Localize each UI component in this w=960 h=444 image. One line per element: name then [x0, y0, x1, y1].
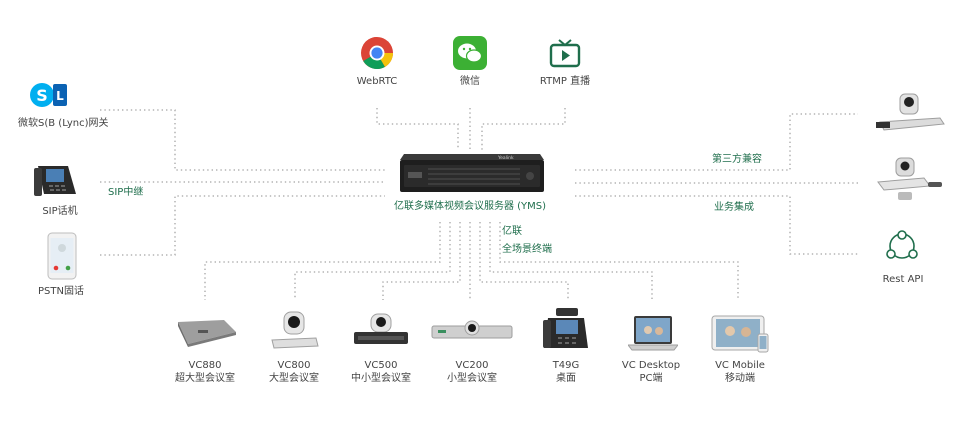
- t49g-model: T49G: [552, 360, 580, 371]
- ip-phone-icon: [34, 166, 76, 196]
- tv-icon: [549, 39, 581, 68]
- vc-desktop-model: VC Desktop: [621, 360, 681, 371]
- vc500-device-icon: [354, 313, 408, 344]
- third-party-label: 第三方兼容: [712, 154, 762, 165]
- vc880-device-icon: [178, 320, 236, 347]
- vc500-desc: 中小型会议室: [351, 373, 411, 384]
- yms-server-icon: Yealink: [400, 154, 544, 192]
- rest-api-icon: [886, 230, 918, 259]
- vc200-desc: 小型会议室: [447, 373, 497, 384]
- sip-phone-label: SIP话机: [42, 206, 78, 217]
- skype-lync-icon: S L: [30, 83, 67, 107]
- vc880-model: VC880: [188, 360, 222, 371]
- vc880-desc: 超大型会议室: [175, 373, 235, 384]
- webrtc-label: WebRTC: [356, 76, 398, 87]
- yealink-label: 亿联: [502, 226, 522, 237]
- wechat-label: 微信: [460, 76, 480, 87]
- svg-text:L: L: [56, 89, 64, 103]
- pstn-label: PSTN固话: [38, 286, 84, 297]
- rest-api-label: Rest API: [882, 274, 924, 285]
- svg-text:S: S: [36, 86, 48, 105]
- vc-desktop-desc: PC端: [639, 373, 663, 384]
- laptop-icon: [628, 316, 678, 351]
- t49g-desc: 桌面: [556, 373, 576, 384]
- vc800-model: VC800: [277, 360, 311, 371]
- vc500-model: VC500: [364, 360, 398, 371]
- chrome-icon: [361, 37, 394, 70]
- vc-camera-mic-icon: [877, 157, 942, 200]
- smartphone-icon: [47, 232, 77, 280]
- t49g-phone-icon: [543, 308, 588, 348]
- vc-mobile-model: VC Mobile: [715, 360, 765, 371]
- server-label: 亿联多媒体视频会议服务器 (YMS): [393, 201, 547, 212]
- vc-mobile-desc: 移动端: [725, 373, 755, 384]
- vc800-desc: 大型会议室: [269, 373, 319, 384]
- rtmp-label: RTMP 直播: [539, 76, 591, 87]
- wechat-icon: [453, 36, 487, 70]
- full-scene-label: 全场景终端: [502, 244, 552, 255]
- vc200-device-icon: [431, 320, 513, 339]
- lync-gateway-label: 微软S(B (Lync)网关: [18, 118, 109, 129]
- vc200-model: VC200: [455, 360, 489, 371]
- tablet-icon: [711, 315, 769, 353]
- vc-camera-system-icon: [876, 93, 945, 131]
- sip-trunk-label: SIP中继: [108, 187, 144, 198]
- business-integration-label: 业务集成: [714, 202, 754, 213]
- server-brand: Yealink: [497, 155, 514, 161]
- vc800-device-icon: [271, 311, 319, 349]
